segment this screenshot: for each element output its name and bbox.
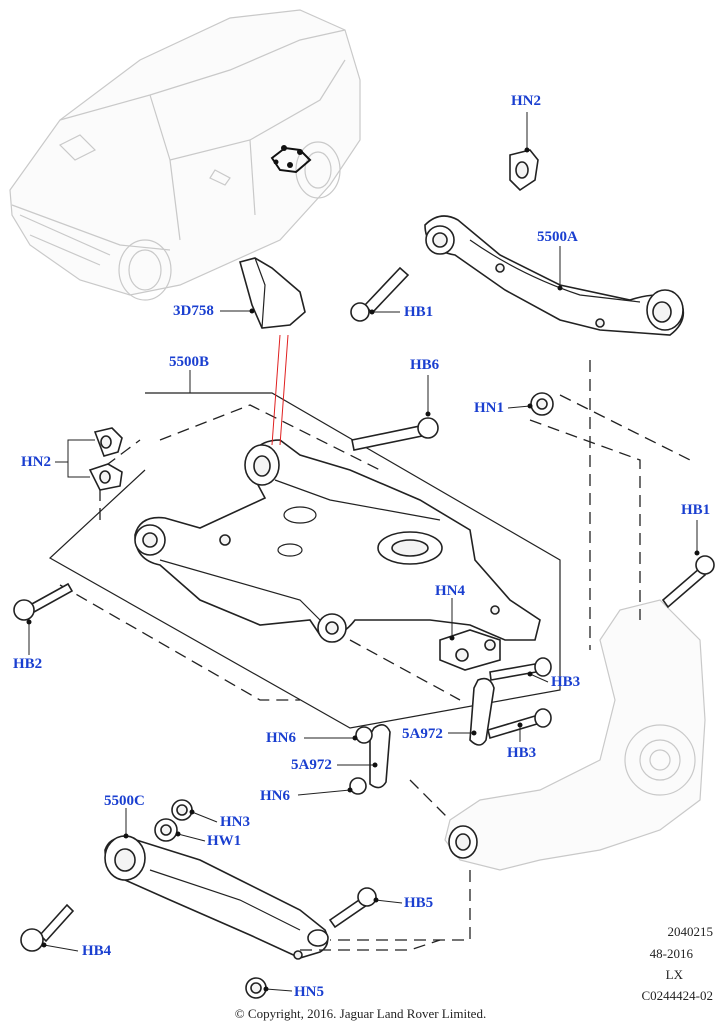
hb1-bolt-right[interactable] xyxy=(661,555,715,609)
hb5-bolt[interactable] xyxy=(328,887,377,929)
suspension-location-marker xyxy=(270,145,312,174)
callout-hn4[interactable]: HN4 xyxy=(435,583,465,599)
reference-illustration: C0244424-02 xyxy=(641,988,714,1003)
hb2-bolt[interactable] xyxy=(13,582,74,621)
link-5a972-right[interactable] xyxy=(469,677,495,746)
knuckle-outline xyxy=(444,599,706,871)
callout-hn2-left[interactable]: HN2 xyxy=(21,454,51,470)
knuckle-dash-2 xyxy=(529,419,641,620)
knuckle-dash-3 xyxy=(559,394,691,461)
red-leader xyxy=(271,334,289,446)
callout-hb2[interactable]: HB2 xyxy=(13,656,43,672)
bracket-3d758[interactable] xyxy=(239,257,306,329)
subframe-dash-1 xyxy=(159,404,381,471)
callout-hn6-upper[interactable]: HN6 xyxy=(266,730,296,746)
callout-hb5[interactable]: HB5 xyxy=(404,895,434,911)
hb3-bolt-upper[interactable] xyxy=(489,657,552,681)
callout-hb4[interactable]: HB4 xyxy=(82,943,112,959)
callout-5500c[interactable]: 5500C xyxy=(104,793,145,809)
callout-hw1[interactable]: HW1 xyxy=(207,833,242,849)
hn4-nut-bracket[interactable] xyxy=(439,629,501,671)
callout-hn6-lower[interactable]: HN6 xyxy=(260,788,290,804)
copyright-notice: © Copyright, 2016. Jaguar Land Rover Lim… xyxy=(234,1006,487,1021)
reference-code: 2040215 xyxy=(667,924,714,939)
callout-hb3-upper[interactable]: HB3 xyxy=(551,674,581,690)
callout-hn3[interactable]: HN3 xyxy=(220,814,250,830)
hn5-nut[interactable] xyxy=(245,977,267,999)
callout-hn1[interactable]: HN1 xyxy=(474,400,504,416)
callout-hb3-lower[interactable]: HB3 xyxy=(507,745,537,761)
reference-model: LX xyxy=(665,967,683,982)
callout-5a972-left[interactable]: 5A972 xyxy=(291,757,332,773)
knuckle-dash-4 xyxy=(409,779,451,821)
hn6-nut-upper[interactable] xyxy=(355,726,373,744)
callout-hn5[interactable]: HN5 xyxy=(294,984,324,1000)
hn6-nut-lower[interactable] xyxy=(349,777,367,795)
hb1-bolt-top[interactable] xyxy=(350,266,410,322)
hw1-washer[interactable] xyxy=(154,818,178,842)
callout-hb6[interactable]: HB6 xyxy=(410,357,440,373)
hb3-bolt-lower[interactable] xyxy=(487,708,552,740)
upper-control-arm-5500a[interactable] xyxy=(424,215,685,336)
vehicle-outline xyxy=(9,9,361,301)
link-5a972-left[interactable] xyxy=(369,724,391,789)
hn2-bracket-top[interactable] xyxy=(509,149,539,192)
callout-5500b[interactable]: 5500B xyxy=(169,354,210,370)
knuckle-dash-5 xyxy=(330,870,471,941)
subframe-5500b[interactable] xyxy=(134,439,541,643)
callout-5500a[interactable]: 5500A xyxy=(537,229,578,245)
callout-hb1-right[interactable]: HB1 xyxy=(681,502,711,518)
lower-control-arm-5500c[interactable] xyxy=(104,835,329,960)
callout-hn2-top[interactable]: HN2 xyxy=(511,93,541,109)
subframe-outline-frame xyxy=(48,392,561,729)
callout-hb1-top[interactable]: HB1 xyxy=(404,304,434,320)
callout-3d758[interactable]: 3D758 xyxy=(173,303,214,319)
hn3-nut[interactable] xyxy=(171,799,193,821)
reference-date: 48-2016 xyxy=(649,946,693,961)
leader-lines xyxy=(26,112,700,992)
callout-5a972-right[interactable]: 5A972 xyxy=(402,726,443,742)
hn2-bracket-left[interactable] xyxy=(88,427,123,491)
hn1-nut[interactable] xyxy=(530,392,554,416)
subframe-dash-3 xyxy=(59,584,300,701)
hb6-bolt[interactable] xyxy=(351,417,439,451)
hb4-bolt[interactable] xyxy=(20,903,75,952)
subframe-dash-4 xyxy=(349,639,461,701)
